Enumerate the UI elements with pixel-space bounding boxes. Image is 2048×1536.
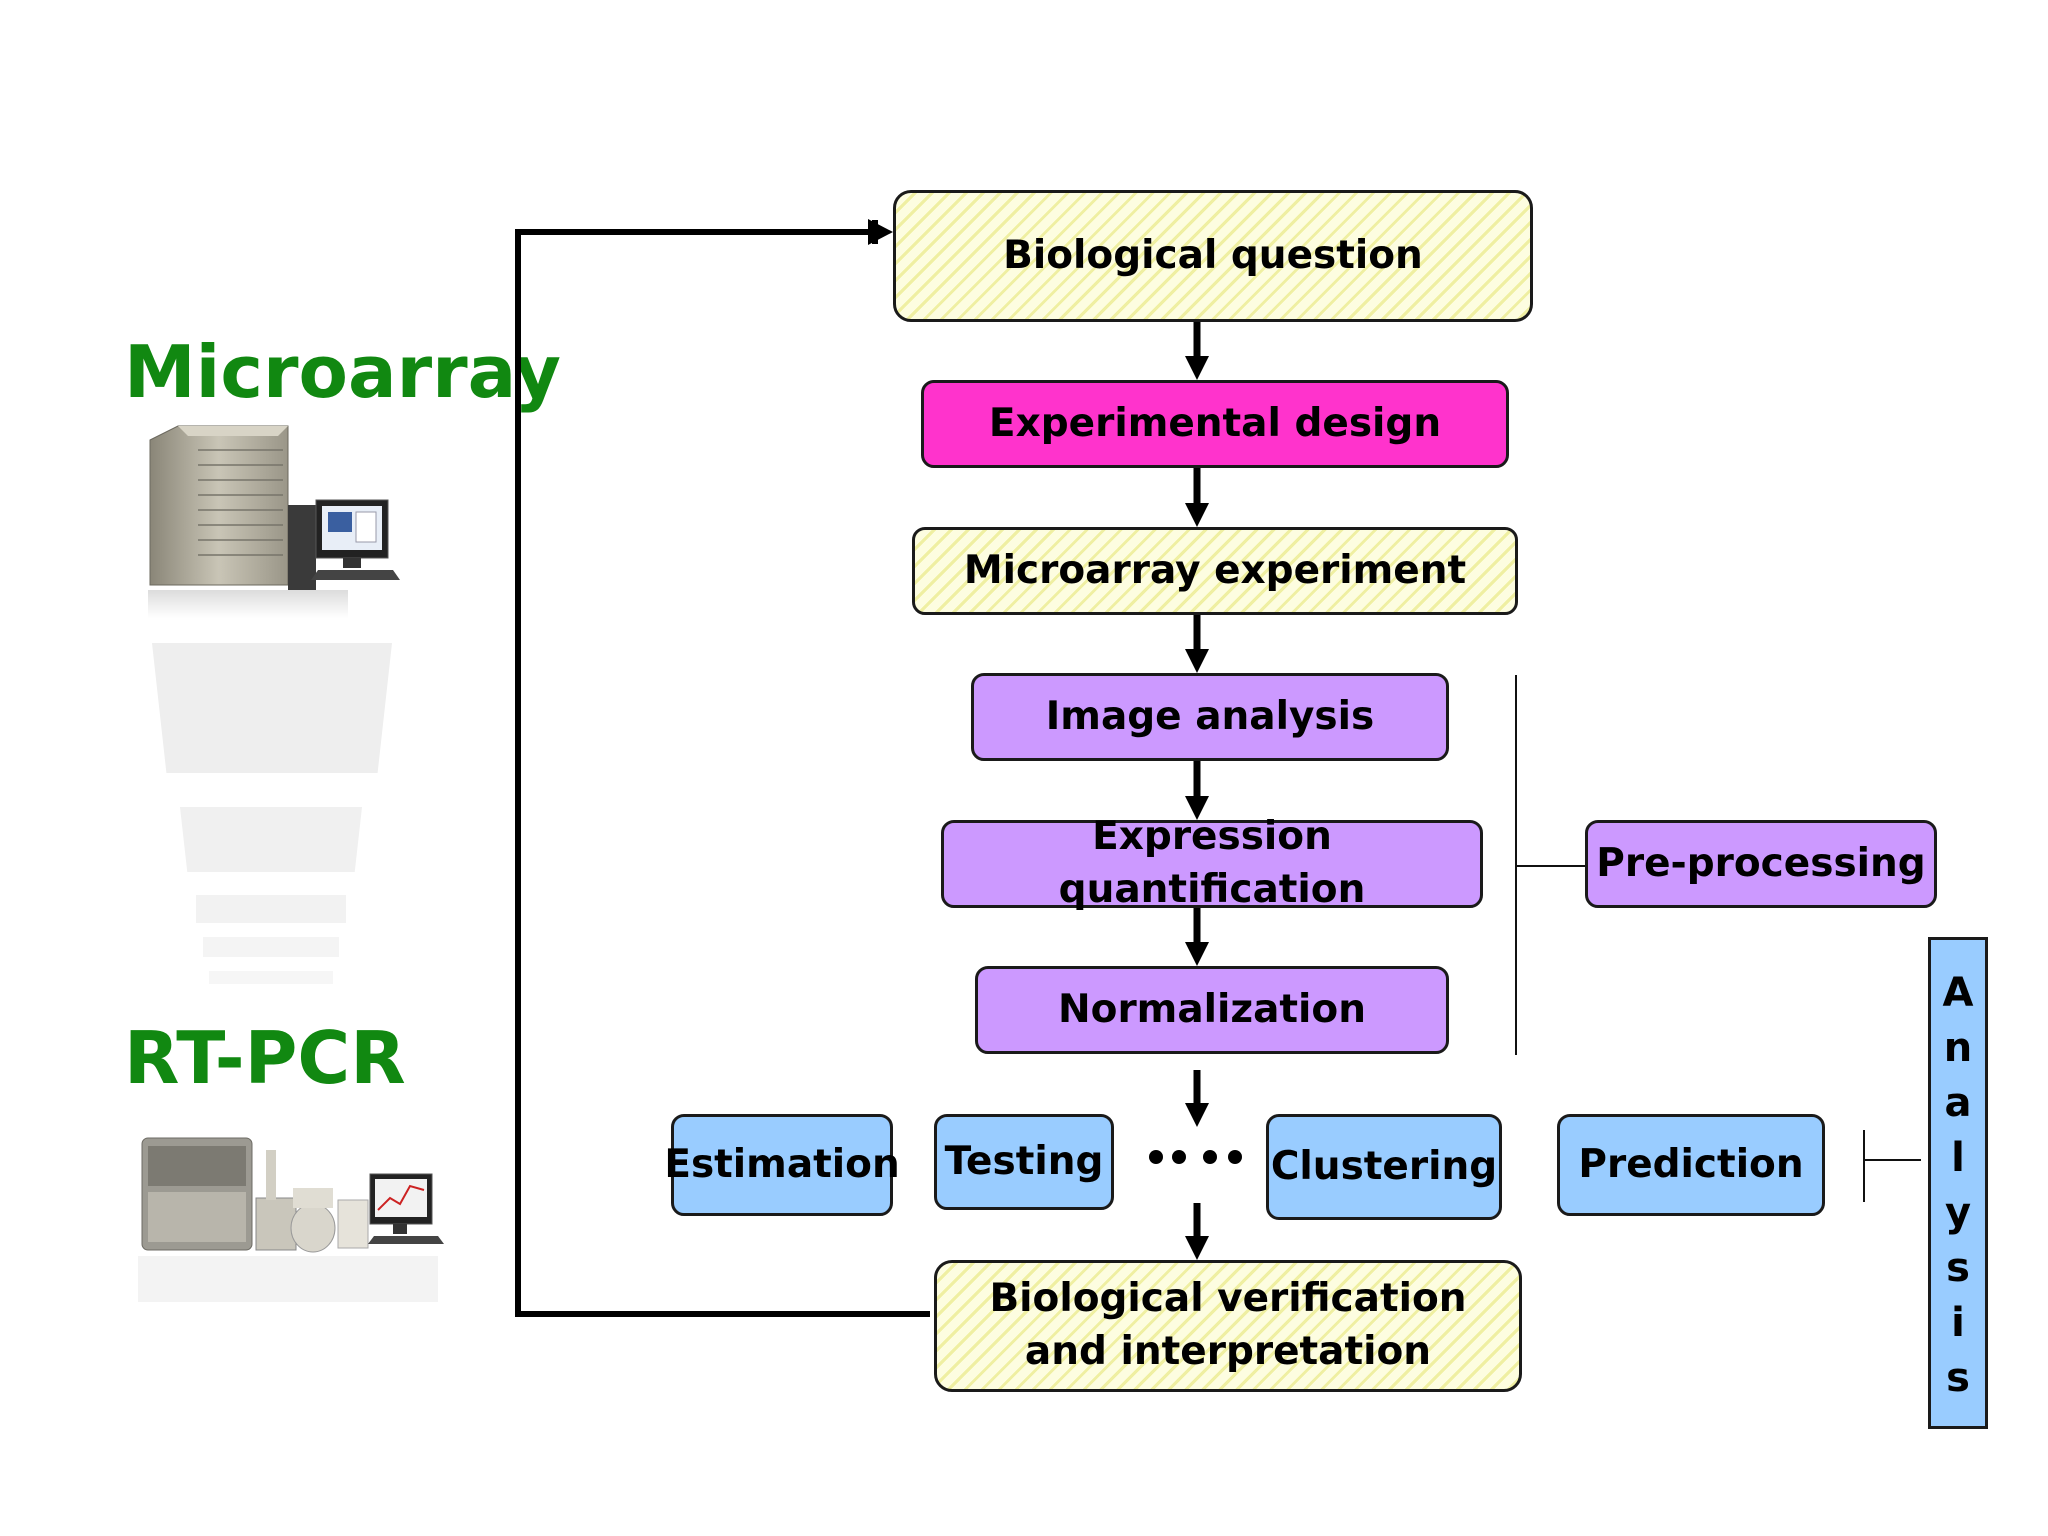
preprocessing-label: Pre-processing <box>1596 840 1926 886</box>
analysis-letter-2: n <box>1943 1025 1973 1071</box>
testing-box: Testing <box>934 1114 1114 1210</box>
prediction-label: Prediction <box>1578 1141 1804 1187</box>
preprocessing-box: Pre-processing <box>1585 820 1937 908</box>
feedback-loop-line <box>515 229 930 1317</box>
biological-question-box: Biological question <box>893 190 1533 322</box>
rtpcr-instrument-image <box>138 1128 448 1304</box>
reflection-shape-1 <box>152 643 392 773</box>
microarray-heading: Microarray <box>124 330 561 414</box>
reflection-shape-2 <box>180 807 362 872</box>
analysis-letter-8: s <box>1946 1355 1970 1401</box>
prediction-box: Prediction <box>1557 1114 1825 1216</box>
expression-quantification-box: Expression quantification <box>941 814 1483 912</box>
analysis-letter-5: y <box>1944 1190 1972 1236</box>
normalization-box: Normalization <box>975 966 1449 1054</box>
analysis-letter-3: a <box>1944 1080 1972 1126</box>
testing-label: Testing <box>944 1138 1104 1184</box>
analysis-letter-4: l <box>1951 1135 1965 1181</box>
biological-verification-line1: Biological verification <box>989 1276 1467 1322</box>
analysis-letter-7: i <box>1951 1300 1965 1346</box>
reflection-shape-5 <box>209 971 333 984</box>
biological-verification-line2: and interpretation <box>1024 1329 1432 1374</box>
analysis-letter-1: A <box>1942 970 1974 1016</box>
ellipsis-dot-3 <box>1203 1150 1217 1164</box>
microarray-experiment-box: Microarray experiment <box>912 527 1518 615</box>
biological-verification-box: Biological verification and interpretati… <box>934 1260 1522 1392</box>
microarray-experiment-label: Microarray experiment <box>963 547 1467 593</box>
ellipsis-dot-1 <box>1149 1150 1163 1164</box>
image-analysis-box: Image analysis <box>971 673 1449 761</box>
analysis-letter-6: s <box>1946 1245 1970 1291</box>
normalization-label: Normalization <box>1058 986 1366 1032</box>
analysis-box: A n a l y s i s <box>1928 937 1988 1429</box>
ellipsis-dot-4 <box>1228 1150 1242 1164</box>
microarray-instrument-image <box>138 420 408 620</box>
biological-question-label: Biological question <box>1003 232 1423 278</box>
image-analysis-label: Image analysis <box>1045 693 1375 739</box>
expression-quantification-label: Expression quantification <box>1058 814 1366 912</box>
reflection-shape-4 <box>203 937 339 957</box>
ellipsis-dot-2 <box>1172 1150 1186 1164</box>
estimation-box: Estimation <box>664 1114 900 1216</box>
estimation-label: Estimation <box>664 1141 900 1187</box>
reflection-shape-3 <box>196 895 346 923</box>
rtpcr-heading: RT-PCR <box>124 1016 406 1100</box>
experimental-design-box: Experimental design <box>921 380 1509 468</box>
clustering-label: Clustering <box>1270 1143 1498 1189</box>
experimental-design-label: Experimental design <box>988 400 1442 446</box>
clustering-box: Clustering <box>1266 1114 1502 1220</box>
